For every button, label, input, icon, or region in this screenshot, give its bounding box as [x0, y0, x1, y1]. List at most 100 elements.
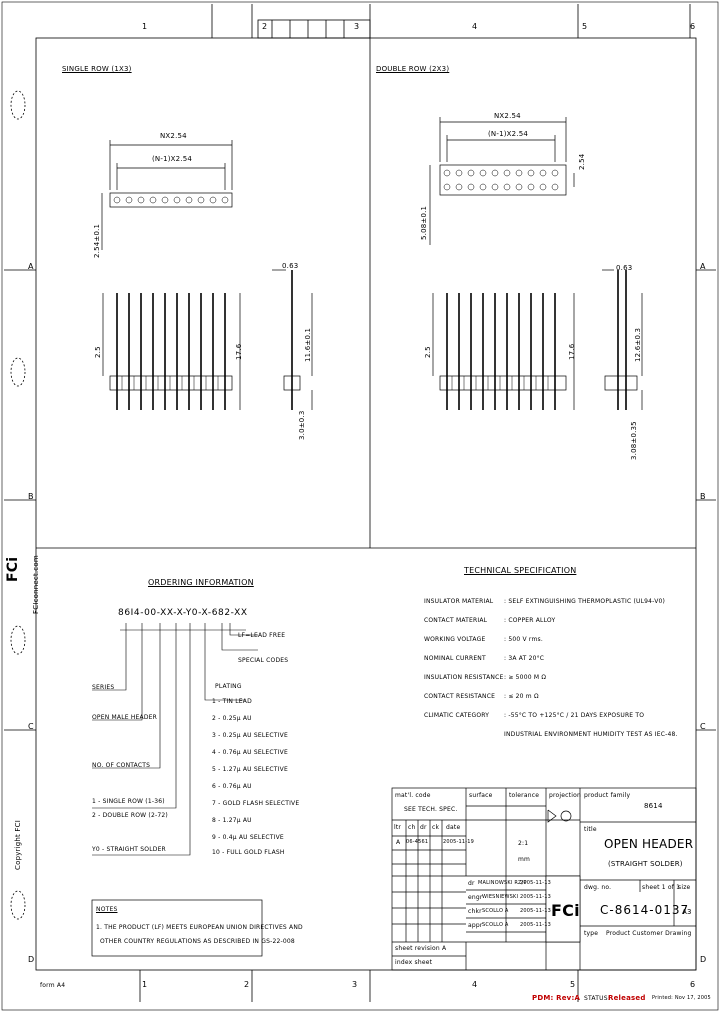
sign-name: WIESNIEWSKI: [482, 894, 519, 900]
spec-label: INSULATION RESISTANCE: [424, 674, 504, 681]
printed-date: Printed: Nov 17, 2005: [652, 995, 711, 1001]
form-label: form A4: [40, 982, 66, 989]
spec-label: CONTACT RESISTANCE: [424, 693, 496, 700]
ordering-series: SERIES: [92, 684, 115, 691]
plating-option: 4 - 0.76µ AU SELECTIVE: [212, 749, 288, 756]
spec-label: NOMINAL CURRENT: [424, 655, 486, 662]
spec-value: INDUSTRIAL ENVIRONMENT HUMIDITY TEST AS …: [504, 731, 678, 738]
zone-right-d: D: [700, 955, 707, 964]
ordering-y0: Y0 - STRAIGHT SOLDER: [92, 846, 166, 853]
unit-value: mm: [518, 856, 531, 863]
spec-label: CLIMATIC CATEGORY: [424, 712, 490, 719]
notes-line-1: 1. THE PRODUCT (LF) MEETS EUROPEAN UNION…: [96, 924, 303, 931]
matl-code-value: SEE TECH. SPEC.: [404, 806, 458, 813]
sign-date: 2005-11-13: [520, 922, 552, 928]
zone-bottom-1: 1: [142, 980, 148, 989]
rev-header-ch: ch: [408, 824, 416, 831]
sign-role: engr: [468, 894, 483, 901]
zone-top-3: 3: [354, 22, 360, 31]
double-row-dim-n: NX2.54: [494, 112, 521, 120]
projection-label: projection: [549, 792, 581, 799]
ordering-open-header: OPEN MALE HEADER: [92, 714, 158, 721]
website-text: FCIconnect.com: [32, 555, 40, 614]
plating-option: 10 - FULL GOLD FLASH: [212, 849, 285, 856]
sheet-revision: sheet revision A: [395, 945, 447, 952]
zone-top-2: 2: [262, 22, 268, 31]
double-row-dim-n1: (N-1)X2.54: [488, 130, 529, 138]
spec-value: : 3A AT 20°C: [504, 655, 545, 662]
fci-logo-margin: FCi: [5, 556, 21, 582]
size-label: size: [678, 884, 691, 891]
double-row-dim-bottom: 3.08±0.35: [630, 421, 638, 460]
double-row-drawing: [429, 117, 643, 410]
zone-right-a: A: [700, 262, 706, 271]
double-row-dim-side: 12.6±0.3: [634, 327, 642, 362]
spec-value: : ≤ 20 m Ω: [504, 693, 539, 700]
double-row-dim-pitch: 2.54: [578, 153, 586, 170]
single-row-dim-side: 11.6±0.1: [304, 327, 312, 362]
index-sheet: index sheet: [395, 959, 433, 966]
dwg-no-label: dwg. no.: [584, 884, 612, 891]
sign-date: 2005-11-13: [520, 894, 552, 900]
double-row-title: DOUBLE ROW (2X3): [376, 65, 450, 73]
notes-title: NOTES: [96, 906, 118, 913]
spec-value: : COPPER ALLOY: [504, 617, 556, 624]
zone-top-6: 6: [690, 22, 696, 31]
pdm-revision: PDM: Rev:A: [532, 994, 581, 1002]
spec-value: : -55°C TO +125°C / 21 DAYS EXPOSURE TO: [504, 712, 645, 719]
zone-right-c: C: [700, 722, 706, 731]
spec-label: CONTACT MATERIAL: [424, 617, 488, 624]
spec-label: INSULATOR MATERIAL: [424, 598, 494, 605]
drawing-number: C-8614-0137: [600, 903, 690, 917]
ordering-lead-free: LF=LEAD FREE: [238, 632, 286, 639]
zone-bottom-3: 3: [352, 980, 358, 989]
sign-role: appr: [468, 922, 483, 929]
fci-logo-titleblock: FCi: [551, 901, 580, 920]
rev-header-date: date: [446, 824, 461, 831]
single-row-title: SINGLE ROW (1X3): [62, 65, 132, 73]
plating-option: 5 - 1.27µ AU SELECTIVE: [212, 766, 288, 773]
zone-bottom-5: 5: [570, 980, 576, 989]
size-value: A3: [682, 908, 692, 916]
tolerance-label: tolerance: [509, 792, 540, 799]
ordering-row2: 2 - DOUBLE ROW (2-72): [92, 812, 168, 819]
spec-value: : SELF EXTINGUISHING THERMOPLASTIC (UL94…: [504, 598, 666, 605]
product-family-value: 8614: [644, 802, 663, 810]
plating-option: 3 - 0.25µ AU SELECTIVE: [212, 732, 288, 739]
double-row-dim-h1: 2.5: [424, 346, 432, 358]
single-row-dim-pitch: 2.54±0.1: [93, 223, 101, 258]
notes-line-2: OTHER COUNTRY REGULATIONS AS DESCRIBED I…: [100, 938, 295, 945]
rev-header-dr: dr: [420, 824, 427, 831]
surface-label: surface: [469, 792, 493, 799]
zone-top-5: 5: [582, 22, 588, 31]
rev-header-ltr: ltr: [394, 824, 402, 831]
ordering-title: ORDERING INFORMATION: [148, 578, 254, 587]
single-row-dim-h2: 17.6: [235, 343, 243, 360]
drawing-title: OPEN HEADER: [604, 837, 694, 851]
zone-bottom-4: 4: [472, 980, 478, 989]
sign-role: chkr: [468, 908, 482, 915]
double-row-dim-width: 5.08±0.1: [420, 205, 428, 240]
title-label: title: [584, 826, 597, 833]
sign-name: SCOLLO A: [482, 922, 509, 928]
zone-bottom-2: 2: [244, 980, 250, 989]
zone-bottom-6: 6: [690, 980, 696, 989]
sign-date: 2005-11-13: [520, 880, 552, 886]
status-value: Released: [608, 994, 646, 1002]
rev-ltr: A: [396, 839, 401, 846]
plating-option: 1 - TIN LEAD: [212, 698, 252, 705]
rev-header-ck: ck: [432, 824, 440, 831]
zone-left-d: D: [28, 955, 35, 964]
double-row-dim-h2: 17.6: [568, 343, 576, 360]
type-label: type: [584, 930, 599, 937]
single-row-dim-pin: 0.63: [282, 262, 299, 270]
ordering-plating-label: PLATING: [215, 683, 242, 690]
single-row-drawing: [101, 140, 313, 410]
type-value: Product Customer Drawing: [606, 930, 692, 937]
ordering-code: 86I4-00-XX-X-Y0-X-682-XX: [118, 608, 248, 618]
single-row-dim-n1: (N-1)X2.54: [152, 155, 193, 163]
sign-name: MALINOWSKI RZ/P: [478, 880, 527, 886]
single-row-dim-bottom: 3.0±0.3: [298, 410, 306, 440]
drawing-subtitle: (STRAIGHT SOLDER): [608, 860, 683, 868]
spec-value: : ≥ 5000 M Ω: [504, 674, 547, 681]
